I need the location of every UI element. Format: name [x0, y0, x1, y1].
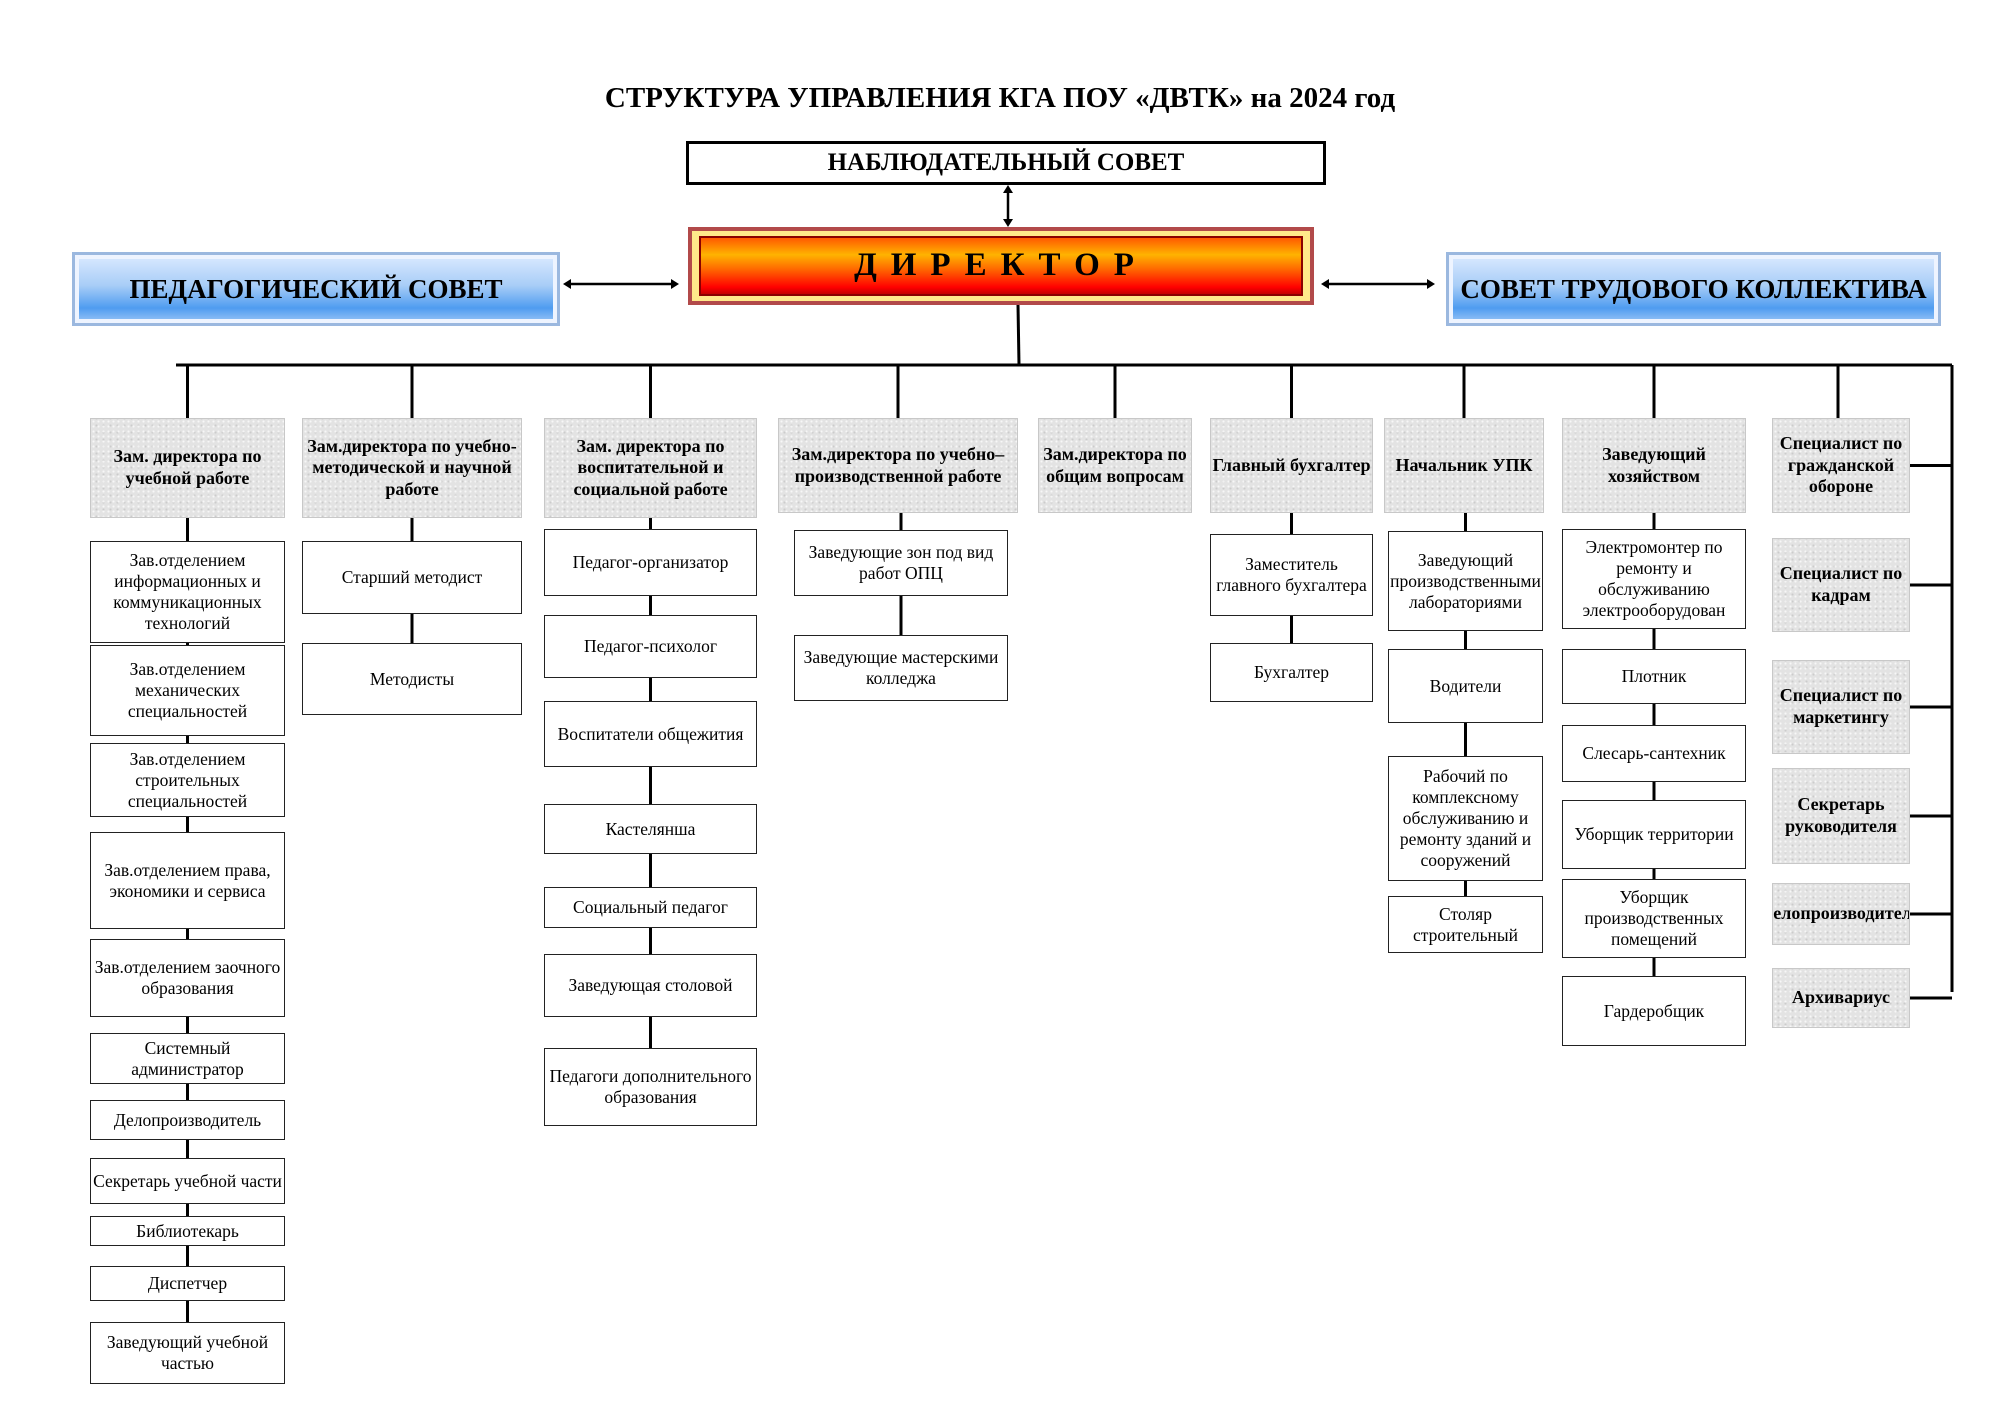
branch-7-item-5: Гардеробщик — [1562, 976, 1746, 1046]
branch-0-item-10: Заведующий учебной частью — [90, 1322, 285, 1384]
specialist-box-4: Делопроизводитель — [1772, 883, 1910, 945]
branch-head-3: Зам.директора по учебно–производственной… — [778, 418, 1018, 513]
branch-6-item-2: Рабочий по комплексному обслуживанию и р… — [1388, 756, 1543, 881]
branch-head-6: Начальник УПК — [1384, 418, 1544, 513]
arrow-head — [1321, 279, 1329, 289]
branch-6-item-3: Столяр строительный — [1388, 896, 1543, 953]
arrow-head — [671, 279, 679, 289]
branch-head-5: Главный бухгалтер — [1210, 418, 1373, 513]
branch-5-item-0: Заместитель главного бухгалтера — [1210, 534, 1373, 616]
supervisory-board-box: НАБЛЮДАТЕЛЬНЫЙ СОВЕТ — [686, 141, 1326, 185]
branch-2-item-6: Педагоги дополнительного образования — [544, 1048, 757, 1126]
specialist-box-0: Специалист по гражданской обороне — [1772, 418, 1910, 513]
arrow-head — [1003, 219, 1013, 227]
page-title: СТРУКТУРА УПРАВЛЕНИЯ КГА ПОУ «ДВТК» на 2… — [604, 82, 1396, 114]
specialist-box-3: Секретарь руководителя — [1772, 768, 1910, 864]
specialist-box-1: Специалист по кадрам — [1772, 538, 1910, 632]
branch-head-0: Зам. директора по учебной работе — [90, 418, 285, 518]
arrow-head — [1003, 185, 1013, 193]
specialist-box-5: Архивариус — [1772, 968, 1910, 1028]
branch-0-item-3: Зав.отделением права, экономики и сервис… — [90, 832, 285, 929]
branch-5-item-1: Бухгалтер — [1210, 643, 1373, 702]
branch-0-item-7: Секретарь учебной части — [90, 1158, 285, 1204]
branch-3-item-1: Заведующие мастерскими колледжа — [794, 635, 1008, 701]
branch-7-item-2: Слесарь-сантехник — [1562, 725, 1746, 782]
branch-2-item-3: Кастелянша — [544, 804, 757, 854]
branch-0-item-5: Системный администратор — [90, 1033, 285, 1084]
branch-0-item-9: Диспетчер — [90, 1266, 285, 1301]
branch-7-item-1: Плотник — [1562, 649, 1746, 704]
branch-2-item-0: Педагог-организатор — [544, 529, 757, 596]
branch-head-7: Заведующий хозяйством — [1562, 418, 1746, 513]
pedagogical-council-box: ПЕДАГОГИЧЕСКИЙ СОВЕТ — [72, 252, 560, 326]
branch-7-item-4: Уборщик производственных помещений — [1562, 879, 1746, 958]
branch-head-2: Зам. директора по воспитательной и социа… — [544, 418, 757, 518]
branch-0-item-0: Зав.отделением информационных и коммуник… — [90, 541, 285, 643]
branch-head-4: Зам.директора по общим вопросам — [1038, 418, 1192, 513]
branch-1-item-0: Старший методист — [302, 541, 522, 614]
branch-6-item-0: Заведующий производственными лаборатория… — [1388, 531, 1543, 631]
arrow-head — [563, 279, 571, 289]
branch-7-item-3: Уборщик территории — [1562, 800, 1746, 869]
branch-2-item-5: Заведующая столовой — [544, 954, 757, 1017]
branch-2-item-1: Педагог-психолог — [544, 615, 757, 678]
branch-0-item-1: Зав.отделением механических специальност… — [90, 645, 285, 736]
specialist-box-2: Специалист по маркетингу — [1772, 660, 1910, 754]
branch-0-item-6: Делопроизводитель — [90, 1100, 285, 1140]
branch-6-item-1: Водители — [1388, 649, 1543, 723]
labor-collective-council-box: СОВЕТ ТРУДОВОГО КОЛЛЕКТИВА — [1446, 252, 1941, 326]
director-drop-line — [1016, 304, 1021, 366]
branch-2-item-2: Воспитатели общежития — [544, 701, 757, 767]
director-box: ДИРЕКТОР — [688, 227, 1314, 305]
branch-head-1: Зам.директора по учебно-методической и н… — [302, 418, 522, 518]
branch-0-item-4: Зав.отделением заочного образования — [90, 939, 285, 1017]
branch-0-item-2: Зав.отделением строительных специальност… — [90, 743, 285, 817]
branch-2-item-4: Социальный педагог — [544, 887, 757, 928]
branch-7-item-0: Электромонтер по ремонту и обслуживанию … — [1562, 529, 1746, 629]
branch-0-item-8: Библиотекарь — [90, 1216, 285, 1246]
branch-3-item-0: Заведующие зон под вид работ ОПЦ — [794, 530, 1008, 596]
branch-1-item-1: Методисты — [302, 643, 522, 715]
director-label: ДИРЕКТОР — [699, 236, 1303, 296]
arrow-head — [1427, 279, 1435, 289]
